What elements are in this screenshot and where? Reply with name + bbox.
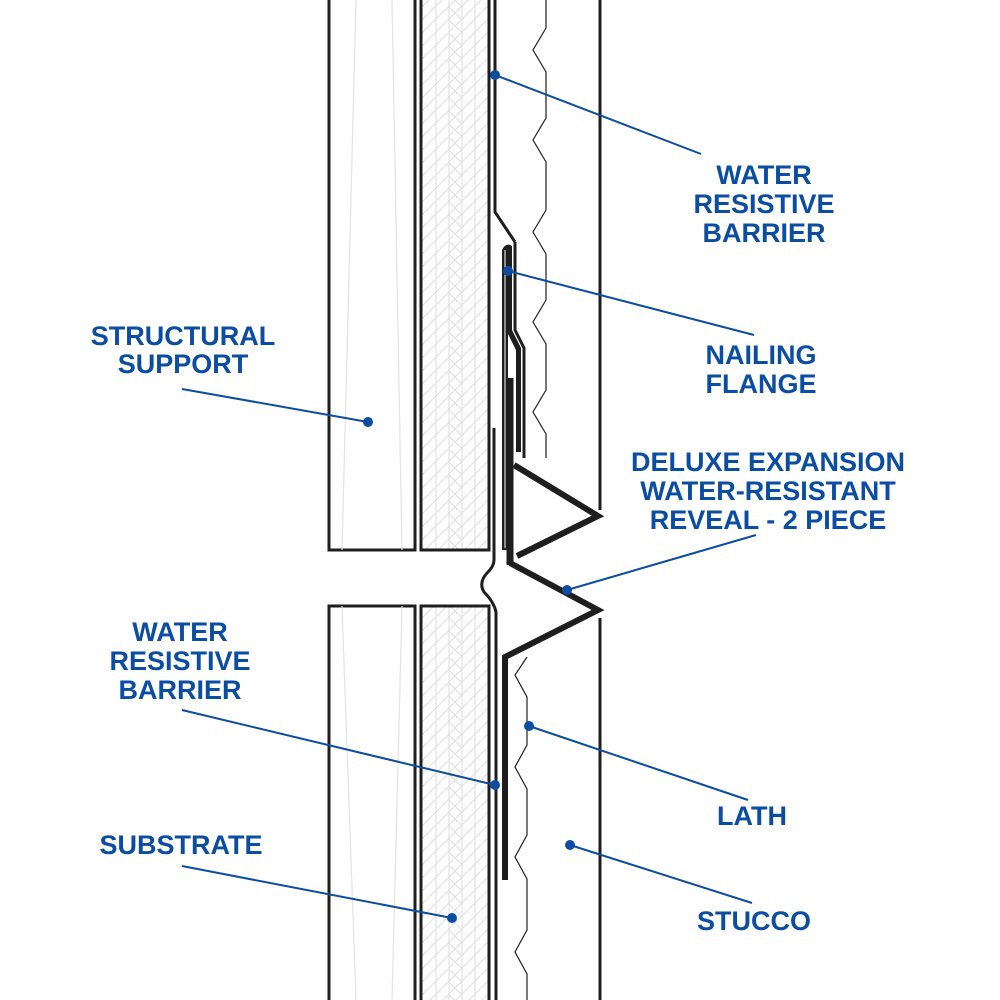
callout-dot [562,585,572,595]
callout-dot [363,417,373,427]
svg-text:WATER-RESISTANT: WATER-RESISTANT [640,476,896,506]
svg-text:RESISTIVE: RESISTIVE [693,189,834,219]
callout-dot [524,721,534,731]
label-wrb-bottom-1: WATER [132,617,228,647]
label-wrb-bottom-3: BARRIER [118,675,241,705]
label-wrb-top-2: RESISTIVE [693,189,834,219]
svg-text:FLANGE: FLANGE [706,369,817,399]
substrate-upper [419,0,491,552]
expansion-reveal [502,378,605,880]
label-structural-support-1: STRUCTURAL [91,321,275,351]
label-substrate: SUBSTRATE [99,830,262,860]
svg-text:BARRIER: BARRIER [702,218,825,248]
structural-support-upper [327,0,417,552]
label-wrb-bottom-2: RESISTIVE [109,646,250,676]
label-reveal-1: DELUXE EXPANSION [631,447,905,477]
callout-dot [503,266,513,276]
label-stucco: STUCCO [697,906,811,936]
callout-reveal: DELUXE EXPANSION WATER-RESISTANT REVEAL … [562,447,905,595]
label-reveal-2: WATER-RESISTANT [640,476,896,506]
callout-lath: LATH [524,721,787,831]
callout-dot [565,840,575,850]
callout-dot [490,780,500,790]
label-wrb-top-3: BARRIER [702,218,825,248]
callout-stucco: STUCCO [565,840,811,936]
callout-dot [490,70,500,80]
lath [514,0,547,1000]
svg-text:BARRIER: BARRIER [118,675,241,705]
svg-text:STUCCO: STUCCO [697,906,811,936]
svg-text:WATER: WATER [132,617,228,647]
label-nailing-flange-2: FLANGE [706,369,817,399]
svg-text:SUBSTRATE: SUBSTRATE [99,830,262,860]
svg-text:NAILING: NAILING [706,340,817,370]
callout-wrb-top: WATER RESISTIVE BARRIER [490,70,835,248]
callout-nailing-flange: NAILING FLANGE [503,266,817,399]
callout-substrate: SUBSTRATE [99,830,457,923]
label-nailing-flange-1: NAILING [706,340,817,370]
svg-text:WATER: WATER [716,160,812,190]
svg-text:REVEAL - 2 PIECE: REVEAL - 2 PIECE [650,505,887,535]
label-wrb-top-1: WATER [716,160,812,190]
label-lath: LATH [717,801,787,831]
svg-text:LATH: LATH [717,801,787,831]
structural-support-lower [327,604,417,1000]
svg-text:RESISTIVE: RESISTIVE [109,646,250,676]
svg-text:SUPPORT: SUPPORT [118,349,249,379]
svg-text:DELUXE EXPANSION: DELUXE EXPANSION [631,447,905,477]
label-reveal-3: REVEAL - 2 PIECE [650,505,887,535]
substrate-lower [419,604,491,1000]
callout-wrb-bottom: WATER RESISTIVE BARRIER [109,617,500,790]
callout-structural-support: STRUCTURAL SUPPORT [91,321,373,427]
svg-text:STRUCTURAL: STRUCTURAL [91,321,275,351]
callout-dot [447,913,457,923]
label-structural-support-2: SUPPORT [118,349,249,379]
